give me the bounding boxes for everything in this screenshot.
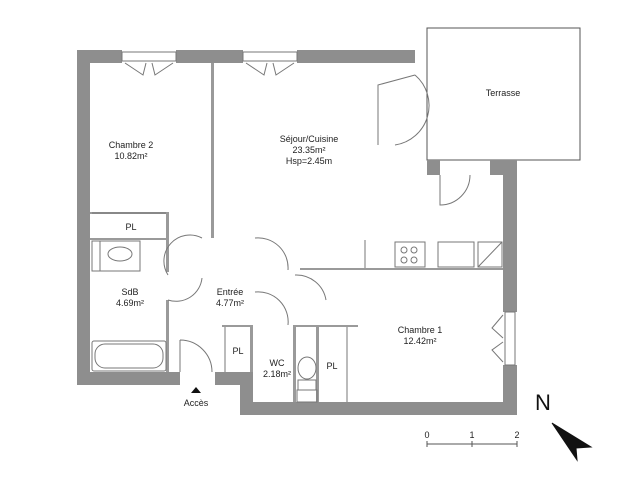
room-name-sejour: Séjour/Cuisine [280, 134, 339, 144]
windows [121, 51, 516, 366]
scale-bar [426, 441, 518, 447]
doors [163, 74, 471, 373]
access-label: Accès [184, 398, 209, 408]
closet-label: PL [326, 361, 337, 371]
room-area-sejour: 23.35m² [292, 145, 325, 155]
room-area-wc: 2.18m² [263, 369, 291, 379]
scale-tick-2: 2 [514, 430, 519, 440]
room-name-wc: WC [270, 358, 285, 368]
scale-tick-1: 1 [469, 430, 474, 440]
access-arrow-icon [191, 387, 201, 393]
closet-label: PL [125, 222, 136, 232]
room-name-sdb: SdB [121, 287, 138, 297]
terrace-outline [426, 27, 581, 161]
room-area-chambre1: 12.42m² [403, 336, 436, 346]
room-area-entree: 4.77m² [216, 298, 244, 308]
room-name-terrasse: Terrasse [486, 88, 521, 98]
room-name-chambre1: Chambre 1 [398, 325, 443, 335]
north-arrow-icon [551, 422, 593, 462]
closet-label: PL [232, 346, 243, 356]
scale-tick-0: 0 [424, 430, 429, 440]
room-name-chambre2: Chambre 2 [109, 140, 154, 150]
closet-doors [92, 212, 348, 402]
compass-label: N [535, 390, 551, 415]
room-area-sdb: 4.69m² [116, 298, 144, 308]
room-area-chambre2: 10.82m² [114, 151, 147, 161]
room-name-entree: Entrée [217, 287, 244, 297]
room-height-sejour: Hsp=2.45m [286, 156, 332, 166]
fixtures [91, 240, 503, 403]
walls [77, 50, 517, 415]
